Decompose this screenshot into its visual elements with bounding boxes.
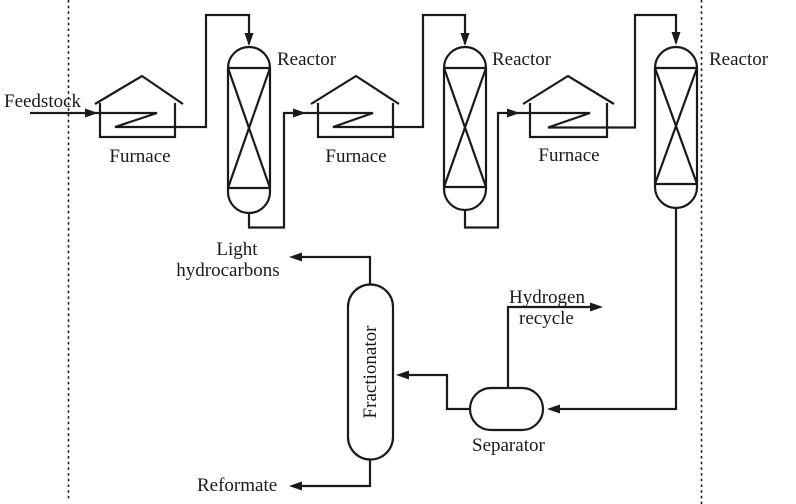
feed-arrowhead [85, 108, 98, 118]
separator-to-fractionator-line [399, 373, 470, 411]
light-hydrocarbons-line [293, 255, 372, 284]
hydrogen-recycle-arrowhead [590, 302, 603, 312]
reactor2-inlet-arrowhead [460, 33, 470, 46]
furnace-3-body [528, 103, 609, 139]
light-hydrocarbons-label-line2: hydrocarbons [176, 260, 279, 281]
reactor-3-bed-lines [655, 66, 697, 186]
labels: Feedstock Furnace Furnace Furnace Reacto… [4, 49, 769, 496]
furnace-2 [310, 74, 400, 139]
reactor-3 [653, 45, 699, 210]
furnace-1-body [98, 103, 177, 139]
feedstock-label: Feedstock [4, 91, 82, 112]
reactor-1-bed-lines [228, 66, 270, 190]
reactor1-inlet-arrowhead [244, 33, 254, 46]
reactor-1-label: Reactor [277, 49, 337, 70]
reactor-2 [442, 45, 488, 212]
furnace-1-roof [94, 74, 184, 105]
reformate-label: Reformate [197, 475, 277, 496]
fractionator-label: Fractionator [360, 325, 381, 419]
reactor-3-cross [653, 67, 699, 185]
reactor-2-cross [442, 67, 488, 188]
furnace-3 [522, 74, 615, 139]
scan-margin-lines [67, 0, 703, 504]
reactor-3-shell [653, 45, 699, 210]
separator-inlet-arrowhead [547, 404, 560, 414]
flow-lines [30, 13, 678, 488]
reactor-2-label: Reactor [492, 49, 552, 70]
reactor2-to-reactor3-line [463, 13, 678, 229]
light-hydrocarbons-label-line1: Light [216, 239, 258, 260]
furnace-2-label: Furnace [325, 146, 386, 167]
equipment-outlines [94, 45, 699, 461]
furnace-2-body [316, 103, 395, 139]
separator-label: Separator [472, 435, 545, 456]
hydrogen-recycle-line [506, 305, 598, 388]
reactor-3-label: Reactor [709, 49, 769, 70]
furnace2-inlet-arrowhead [293, 108, 306, 118]
fractionator-inlet-arrowhead [396, 370, 409, 380]
fractionator-vessel [346, 283, 395, 461]
hydrogen-recycle-label-line2: recycle [519, 308, 574, 329]
reformate-line [293, 460, 372, 488]
light-hydrocarbons-arrowhead [289, 252, 302, 262]
hydrogen-recycle-label-line1: Hydrogen [509, 287, 585, 308]
furnace-1 [94, 74, 184, 139]
arrowheads [85, 32, 681, 491]
reactor-2-bed-lines [444, 66, 486, 189]
reformate-arrowhead [289, 481, 302, 491]
furnace-2-roof [310, 74, 400, 105]
feed-to-reactor1-line [30, 13, 251, 129]
reactor1-to-reactor2-line [247, 13, 467, 229]
furnace-3-label: Furnace [538, 145, 599, 166]
reactor-1-shell [226, 45, 272, 215]
furnace-3-roof [522, 74, 615, 105]
separator-vessel [468, 386, 545, 432]
reactor-1-cross [226, 67, 272, 189]
reactor3-inlet-arrowhead [671, 32, 681, 45]
furnace3-inlet-arrowhead [507, 108, 520, 118]
reactor3-to-separator-line [551, 208, 678, 411]
reactor-1 [226, 45, 272, 215]
furnace-1-label: Furnace [109, 146, 170, 167]
reactor-2-shell [442, 45, 488, 212]
